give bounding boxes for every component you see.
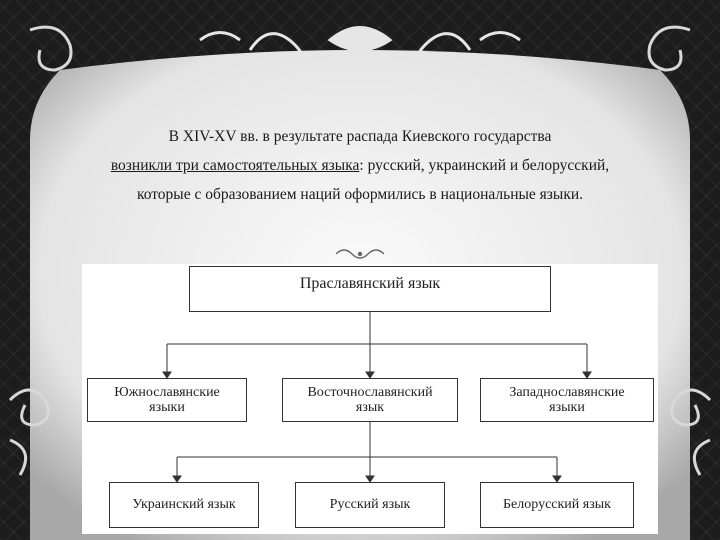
node-east-slavic-label: Восточнославянский язык — [307, 385, 433, 415]
diagram-panel: Праславянский язык Южнославянские языки … — [82, 264, 658, 534]
paragraph-underlined: возникли три самостоятельных языка — [110, 157, 360, 174]
node-belarusian: Белорусский язык — [480, 482, 634, 528]
corner-flourish-icon — [8, 25, 712, 476]
top-flourish-icon — [199, 26, 521, 75]
node-root: Праславянский язык — [189, 266, 551, 312]
node-south-slavic-label: Южнославянские языки — [114, 385, 220, 415]
diagram-connectors — [162, 312, 592, 483]
swirl-divider-icon — [335, 249, 385, 259]
node-russian-label: Русский язык — [329, 497, 411, 512]
node-root-label: Праславянский язык — [299, 275, 441, 292]
paragraph-part1: В XIV-XV вв. в результате распада Киевск… — [168, 128, 552, 145]
paragraph-part2: : русский, украинский и белорусский, кот… — [136, 157, 610, 203]
node-ukrainian: Украинский язык — [109, 482, 259, 528]
node-east-slavic: Восточнославянский язык — [282, 378, 458, 422]
node-west-slavic: Западнославянские языки — [480, 378, 654, 422]
node-ukrainian-label: Украинский язык — [132, 497, 236, 512]
node-west-slavic-label: Западнославянские языки — [509, 385, 625, 415]
intro-paragraph: В XIV-XV вв. в результате распада Киевск… — [110, 122, 610, 209]
node-belarusian-label: Белорусский язык — [503, 497, 611, 512]
node-south-slavic: Южнославянские языки — [87, 378, 247, 422]
node-russian: Русский язык — [295, 482, 445, 528]
